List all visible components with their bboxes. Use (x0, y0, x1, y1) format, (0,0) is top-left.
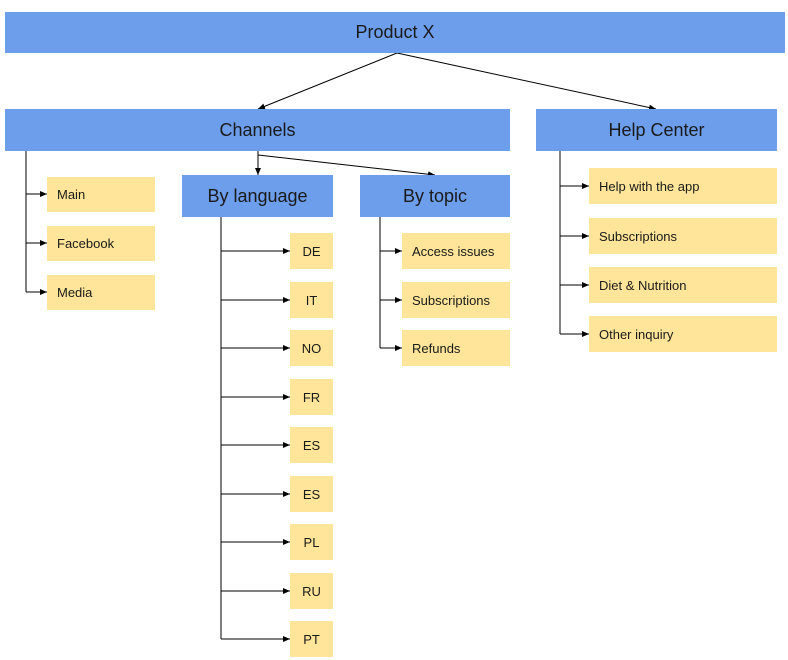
leaf-label: Subscriptions (412, 292, 491, 308)
by-language-node: By language (182, 175, 333, 217)
language-item: ES (290, 427, 333, 463)
channels-item-main: Main (47, 177, 155, 212)
language-item: NO (290, 330, 333, 366)
leaf-label: PL (303, 534, 320, 550)
root-node: Product X (5, 12, 785, 53)
channels-label: Channels (219, 119, 296, 140)
leaf-label: ES (302, 486, 321, 502)
leaf-label: NO (301, 340, 322, 356)
topic-item-access-issues: Access issues (402, 233, 510, 269)
help-item-other-inquiry: Other inquiry (589, 316, 777, 352)
topic-item-refunds: Refunds (402, 330, 510, 366)
leaf-label: FR (302, 389, 321, 405)
leaf-label: Other inquiry (599, 326, 674, 342)
language-item: FR (290, 379, 333, 415)
language-item: RU (290, 573, 333, 609)
leaf-label: Facebook (57, 236, 115, 251)
channels-item-facebook: Facebook (47, 226, 155, 261)
leaf-label: Main (57, 187, 86, 202)
language-item: PL (290, 524, 333, 560)
leaf-label: DE (302, 243, 321, 259)
language-item: DE (290, 233, 333, 269)
connector-root-channels (257, 52, 398, 110)
leaf-label: ES (302, 437, 321, 453)
leaf-label: Subscriptions (599, 228, 678, 244)
leaf-label: Access issues (412, 243, 495, 259)
help-center-node: Help Center (536, 109, 777, 151)
help-center-label: Help Center (608, 119, 705, 140)
leaf-label: Help with the app (599, 178, 700, 194)
leaf-label: IT (305, 292, 318, 308)
help-item-diet-nutrition: Diet & Nutrition (589, 267, 777, 303)
by-topic-label: By topic (402, 185, 468, 206)
language-item: ES (290, 476, 333, 512)
leaf-label: Diet & Nutrition (599, 277, 687, 293)
leaf-label: RU (302, 583, 321, 599)
leaf-label: PT (303, 631, 320, 647)
language-item: IT (290, 282, 333, 318)
connector-root-help-center (396, 52, 657, 111)
leaf-label: Media (57, 285, 93, 300)
connector-channels-by-topic (257, 154, 436, 178)
topic-item-subscriptions: Subscriptions (402, 282, 510, 318)
help-item-subscriptions: Subscriptions (589, 218, 777, 254)
leaf-label: Refunds (412, 340, 461, 356)
channels-node: Channels (5, 109, 510, 151)
channels-item-media: Media (47, 275, 155, 310)
by-language-label: By language (207, 185, 308, 206)
help-item-help-with-app: Help with the app (589, 168, 777, 204)
by-topic-node: By topic (360, 175, 510, 217)
root-label: Product X (355, 22, 435, 42)
language-item: PT (290, 621, 333, 657)
